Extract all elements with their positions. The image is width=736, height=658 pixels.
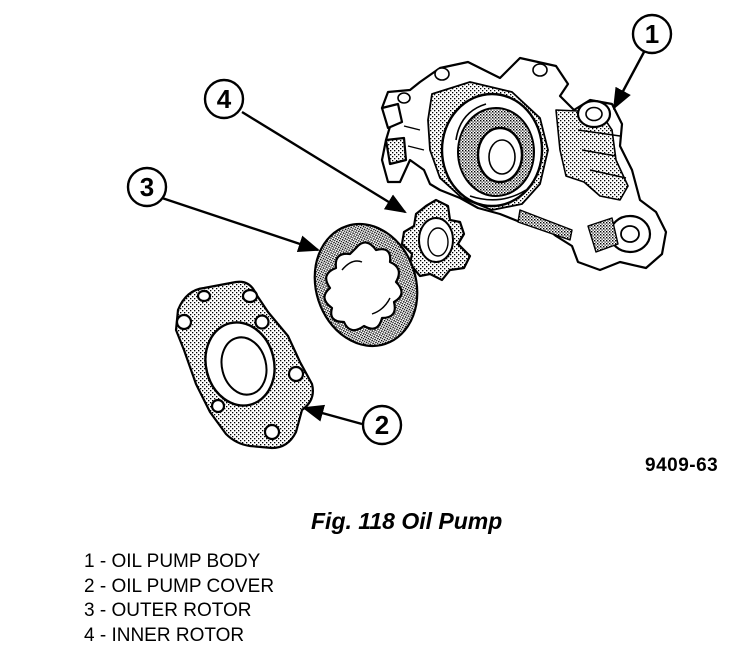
figure-code: 9409-63 bbox=[645, 455, 719, 476]
callout-2-label: 2 bbox=[375, 410, 389, 440]
outer-rotor bbox=[313, 222, 419, 348]
callout-3-label: 3 bbox=[140, 172, 154, 202]
legend-item: 2 - OIL PUMP COVER bbox=[84, 575, 275, 597]
legend-item: 4 - INNER ROTOR bbox=[84, 624, 245, 646]
callout-1: 1 bbox=[631, 13, 673, 55]
legend-item: 1 - OIL PUMP BODY bbox=[84, 551, 261, 572]
leader-arrow-3 bbox=[161, 196, 321, 253]
callout-3: 3 bbox=[126, 166, 168, 208]
parts-legend: 1 - OIL PUMP BODY 2 - OIL PUMP COVER 3 -… bbox=[84, 550, 274, 648]
legend-item: 3 - OUTER ROTOR bbox=[84, 600, 252, 621]
oil-pump-body bbox=[380, 56, 668, 272]
leader-lines bbox=[161, 51, 646, 426]
figure-caption: Fig. 118 Oil Pump bbox=[311, 508, 503, 534]
leader-arrow-4 bbox=[241, 110, 407, 214]
inner-rotor bbox=[400, 198, 472, 282]
leader-arrow-2 bbox=[301, 404, 363, 426]
callout-4-label: 4 bbox=[217, 84, 232, 114]
oil-pump-cover bbox=[174, 280, 314, 450]
callout-2: 2 bbox=[361, 404, 403, 446]
callout-1-label: 1 bbox=[645, 19, 659, 49]
callout-4: 4 bbox=[203, 78, 245, 120]
leader-arrow-1 bbox=[612, 51, 646, 110]
